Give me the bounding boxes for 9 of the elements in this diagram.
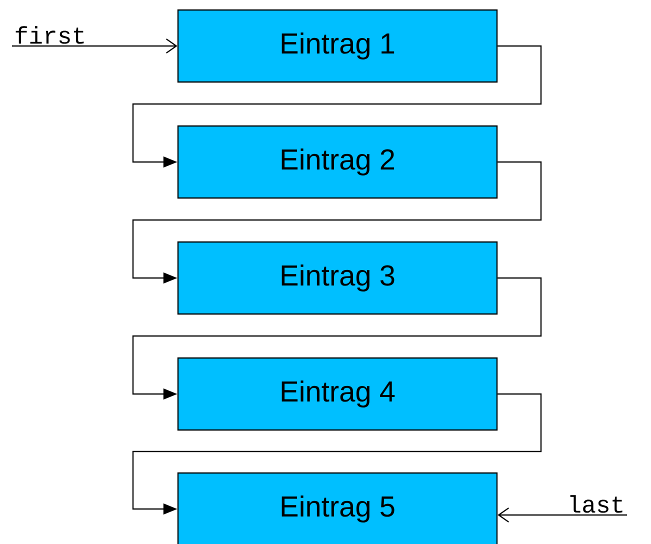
arrow <box>12 38 178 54</box>
arrow <box>498 508 627 522</box>
entry-box: Eintrag 1 <box>177 9 498 83</box>
pointer-label: last <box>570 495 622 513</box>
entry-box: Eintrag 2 <box>177 125 498 199</box>
entry-box: Eintrag 5 <box>177 472 498 544</box>
entry-box: Eintrag 3 <box>177 241 498 315</box>
entry-box: Eintrag 4 <box>177 357 498 431</box>
pointer-label: first <box>16 26 84 44</box>
